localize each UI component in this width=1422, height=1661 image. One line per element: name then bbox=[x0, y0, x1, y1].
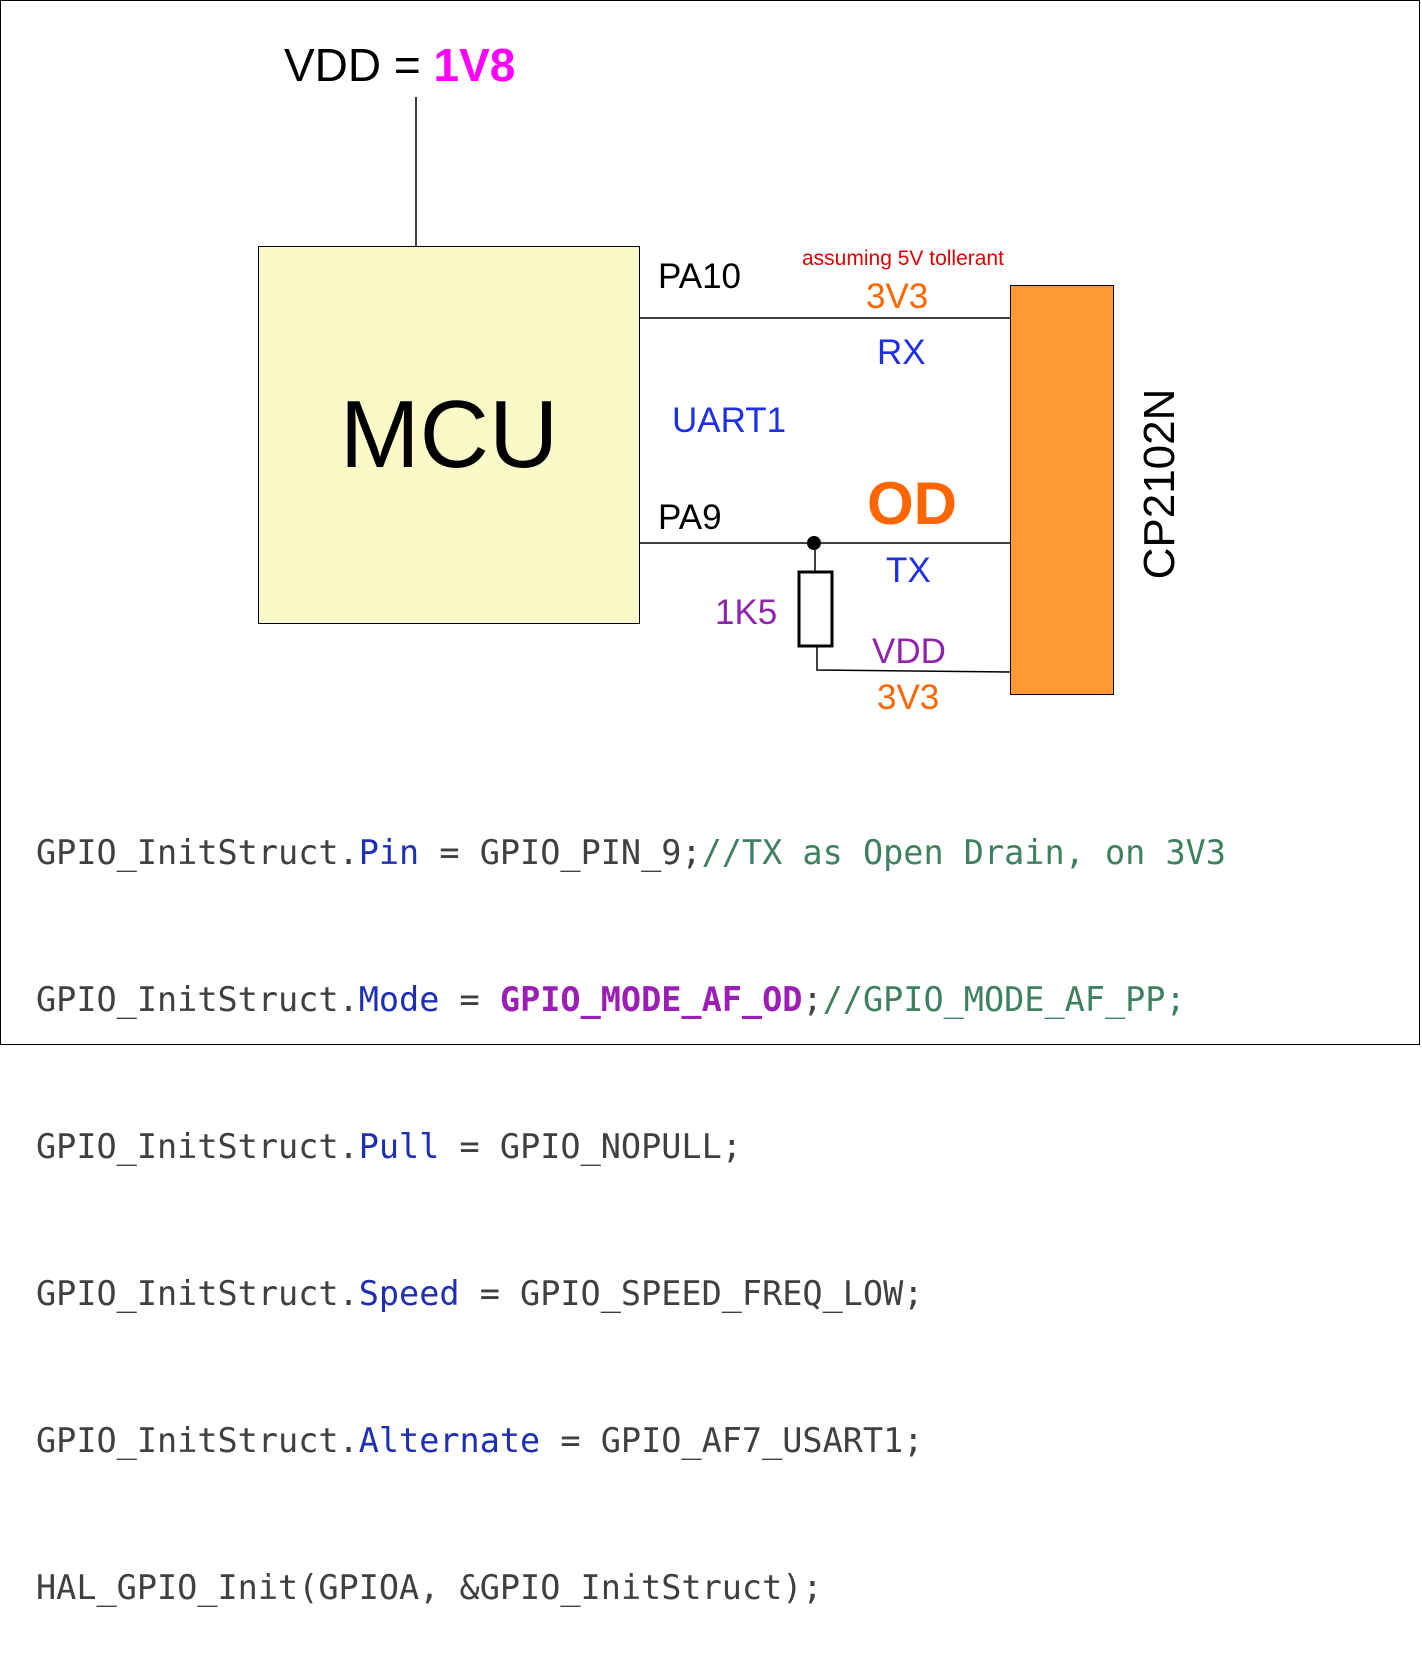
code-line: HAL_GPIO_Init(GPIOA, &GPIO_InitStruct); bbox=[36, 1568, 823, 1607]
vdd-label: VDD = bbox=[284, 39, 434, 91]
code-line: GPIO_InitStruct.Alternate = GPIO_AF7_USA… bbox=[36, 1421, 924, 1460]
vdd-title: VDD = 1V8 bbox=[284, 42, 515, 88]
cp2102n-chip bbox=[1010, 285, 1114, 695]
resistor-body bbox=[797, 570, 834, 648]
code-line: GPIO_InitStruct.Speed = GPIO_SPEED_FREQ_… bbox=[36, 1274, 924, 1313]
junction-dot bbox=[807, 536, 821, 550]
pin-pa9-label: PA9 bbox=[658, 498, 722, 537]
resistor-bottom-lead bbox=[816, 646, 1011, 673]
highlighted-mode: GPIO_MODE_AF_OD bbox=[499, 980, 803, 1019]
diagram-frame bbox=[0, 0, 1420, 1045]
vdd-value: 1V8 bbox=[433, 39, 516, 91]
uart-label: UART1 bbox=[672, 401, 787, 440]
code-line: GPIO_InitStruct.Pull = GPIO_NOPULL; bbox=[36, 1127, 742, 1166]
wiring-layer bbox=[415, 97, 1011, 673]
code-line: GPIO_InitStruct.Mode = GPIO_MODE_AF_OD;/… bbox=[36, 980, 1186, 1019]
vdd-pin-voltage-label: 3V3 bbox=[877, 678, 940, 717]
code-line: GPIO_InitStruct.Pin = GPIO_PIN_9;//TX as… bbox=[36, 833, 1226, 872]
pin-pa10-label: PA10 bbox=[658, 257, 742, 296]
resistor-value-label: 1K5 bbox=[715, 593, 778, 632]
tx-label: TX bbox=[886, 551, 931, 590]
tolerant-note: assuming 5V tollerant bbox=[802, 247, 1004, 270]
mcu-label: MCU bbox=[339, 381, 559, 488]
mcu-block bbox=[258, 246, 640, 624]
vdd-pin-label: VDD bbox=[872, 632, 946, 671]
code-snippet: GPIO_InitStruct.Pin = GPIO_PIN_9;//TX as… bbox=[36, 730, 1226, 1661]
rx-voltage-label: 3V3 bbox=[866, 277, 929, 316]
chip-label: CP2102N bbox=[1135, 388, 1184, 580]
rx-label: RX bbox=[877, 333, 926, 372]
open-drain-label: OD bbox=[867, 470, 957, 537]
